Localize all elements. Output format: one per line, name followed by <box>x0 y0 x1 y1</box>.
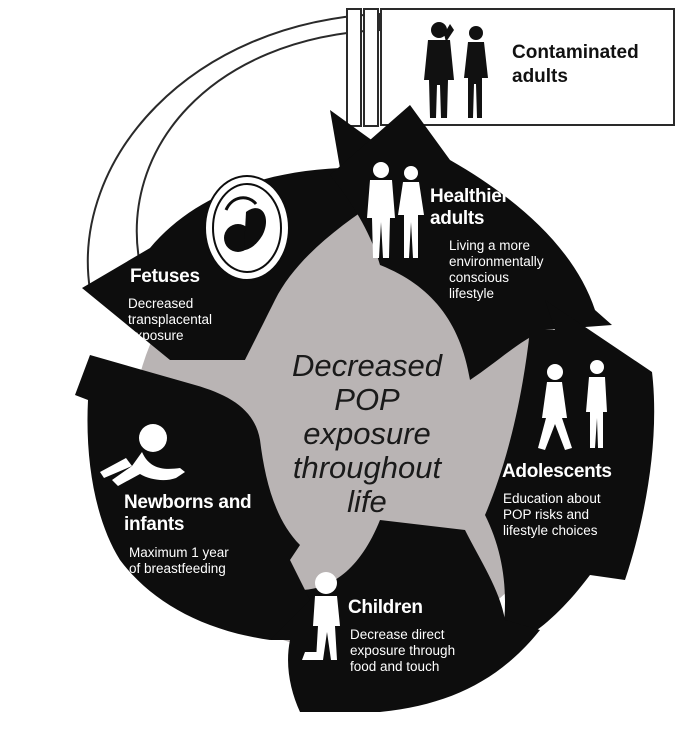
segment-adolescents: Adolescents Education about POP risks an… <box>485 300 655 650</box>
healthier-adults-desc-line: conscious <box>449 270 509 285</box>
children-desc-line: exposure through <box>350 643 455 658</box>
adult-couple-icon <box>367 162 424 258</box>
loop-band <box>86 8 381 292</box>
fetuses-desc-line: transplacental <box>128 312 212 327</box>
healthier-adults-desc-line: Living a more <box>449 238 530 253</box>
contaminated-title-line: adults <box>512 66 568 87</box>
healthier-adults-title-line: adults <box>430 208 484 229</box>
center-text-line: throughout <box>293 450 443 485</box>
fetus-icon <box>204 175 290 281</box>
children-desc-line: food and touch <box>350 659 439 674</box>
healthier-adults-desc-line: environmentally <box>449 254 544 269</box>
newborns-desc-line: of breastfeeding <box>129 561 226 576</box>
center-label: Decreased POP exposure throughout life <box>292 348 444 519</box>
loop-connector-bar <box>346 8 362 127</box>
center-text-line: exposure <box>303 416 431 451</box>
adolescents-desc-line: POP risks and <box>503 507 589 522</box>
contaminated-adults-box: Contaminated adults <box>380 8 675 126</box>
contaminated-adults-icon <box>424 22 488 118</box>
segment-children: Children Decrease direct exposure throug… <box>270 520 540 712</box>
loop-connector-bar <box>363 8 379 127</box>
segment-healthier-adults: Healthier adults Living a more environme… <box>330 105 612 380</box>
fetuses-desc-line: Decreased <box>128 296 193 311</box>
adolescents-desc-line: lifestyle choices <box>503 523 598 538</box>
infant-icon <box>100 424 185 486</box>
healthier-adults-title-line: Healthier <box>430 186 510 207</box>
center-text-line: Decreased <box>292 348 444 383</box>
fetuses-desc-line: exposure <box>128 328 184 343</box>
contaminated-title-line: Contaminated <box>512 42 639 63</box>
adolescents-desc-line: Education about <box>503 491 601 506</box>
segment-newborns: Newborns and infants Maximum 1 year of b… <box>75 355 310 640</box>
healthier-adults-desc-line: lifestyle <box>449 286 494 301</box>
children-title: Children <box>348 597 423 618</box>
children-desc-line: Decrease direct <box>350 627 445 642</box>
newborns-title-line: infants <box>124 514 184 535</box>
center-text-line: life <box>347 484 387 519</box>
newborns-title-line: Newborns and <box>124 492 251 513</box>
fetuses-title: Fetuses <box>130 266 200 287</box>
newborns-desc-line: Maximum 1 year <box>129 545 229 560</box>
child-icon <box>302 572 340 660</box>
center-text-line: POP <box>334 382 400 417</box>
adolescents-title: Adolescents <box>502 461 612 482</box>
adolescent-couple-icon <box>538 360 607 450</box>
